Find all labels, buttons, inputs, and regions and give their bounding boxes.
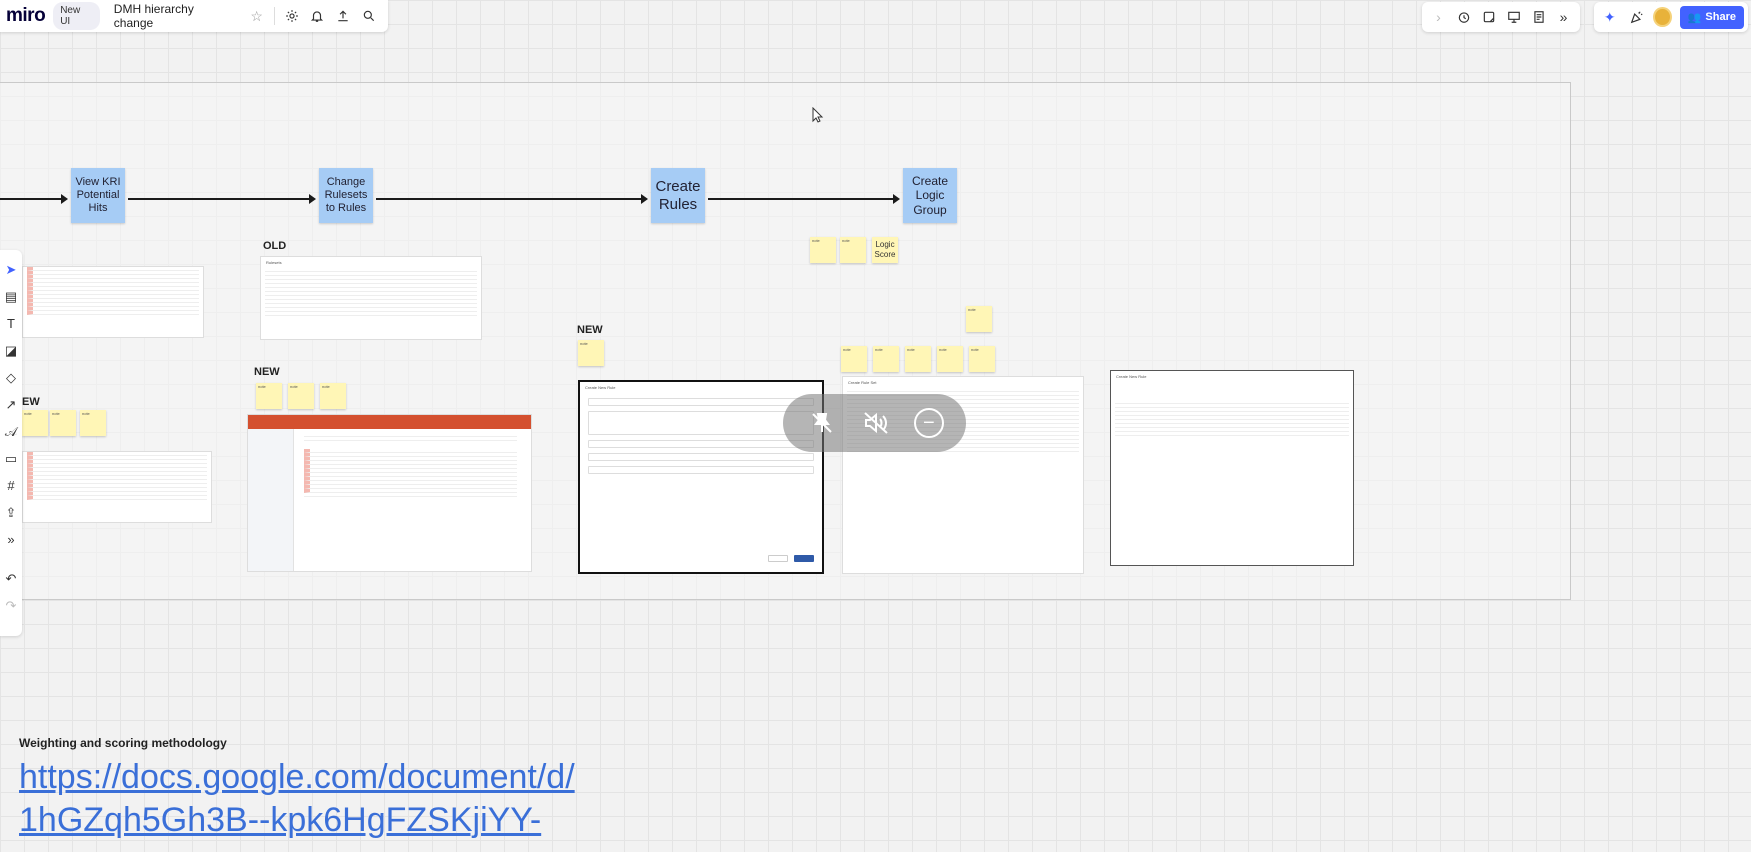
- gear-icon[interactable]: [279, 3, 305, 29]
- users-icon: 👥: [1687, 11, 1702, 24]
- new-ui-badge[interactable]: New UI: [53, 2, 100, 30]
- timer-icon[interactable]: [1451, 4, 1476, 30]
- flow-node-create-logic-group[interactable]: Create Logic Group: [903, 168, 957, 223]
- shapes-icon[interactable]: ◇: [6, 369, 16, 385]
- sticky-note[interactable]: note: [256, 383, 282, 409]
- presentation-icon[interactable]: [1501, 4, 1526, 30]
- sticky-note[interactable]: note: [810, 237, 836, 263]
- templates-icon[interactable]: ▤: [4, 288, 18, 304]
- label-new-cut: EW: [22, 396, 40, 408]
- sticky-note[interactable]: note: [937, 346, 963, 372]
- sticky-note[interactable]: note: [969, 346, 995, 372]
- media-controls-overlay[interactable]: −: [783, 394, 966, 452]
- google-doc-link[interactable]: https://docs.google.com/document/d/ 1hGZ…: [19, 756, 719, 841]
- flow-node-label: Create Rules: [655, 177, 701, 213]
- connector-icon[interactable]: ↗: [5, 396, 17, 412]
- flow-node-view-kri[interactable]: View KRI Potential Hits: [71, 168, 125, 223]
- flow-node-create-rules[interactable]: Create Rules: [651, 168, 705, 223]
- flow-arrow-2: [128, 194, 316, 204]
- screenshot-create-rule-modal[interactable]: Create New Rule: [578, 380, 824, 574]
- link-line-1: https://docs.google.com/document/d/: [19, 758, 575, 796]
- flow-arrow-3: [376, 194, 648, 204]
- screenshot-new-list[interactable]: [22, 451, 212, 523]
- upload-icon[interactable]: ⇪: [5, 504, 17, 520]
- flow-node-label: View KRI Potential Hits: [75, 175, 121, 215]
- flow-arrow-1: [0, 194, 68, 204]
- star-icon[interactable]: ☆: [250, 7, 263, 24]
- avatar[interactable]: [1653, 7, 1672, 27]
- sticky-note[interactable]: note: [320, 383, 346, 409]
- notes-icon[interactable]: [1526, 4, 1551, 30]
- sticky-logic-score[interactable]: Logic Score: [872, 237, 898, 263]
- sticky-note[interactable]: note: [905, 346, 931, 372]
- flow-node-label: Change Rulesets to Rules: [324, 175, 368, 215]
- screenshot-new-rules-scoring[interactable]: [247, 414, 532, 572]
- pin-off-icon[interactable]: [805, 406, 839, 440]
- party-icon[interactable]: [1626, 4, 1650, 30]
- pen-icon[interactable]: 𝒜: [4, 423, 18, 439]
- section-title: Weighting and scoring methodology: [19, 736, 227, 750]
- sticky-add-icon[interactable]: [1476, 4, 1501, 30]
- sticky-note[interactable]: note: [966, 306, 992, 332]
- sticky-note[interactable]: note: [50, 410, 76, 436]
- top-toolbar-right-share: ✦ 👥 Share: [1594, 2, 1748, 32]
- screenshot-create-new-rule[interactable]: Create New Rule: [1110, 370, 1354, 566]
- redo-icon[interactable]: ↷: [5, 597, 17, 613]
- mute-icon[interactable]: [859, 406, 893, 440]
- sticky-note[interactable]: note: [840, 237, 866, 263]
- sticky-note[interactable]: note: [841, 346, 867, 372]
- label-old: OLD: [263, 240, 287, 252]
- share-label: Share: [1705, 11, 1736, 23]
- sticky-note-icon[interactable]: ◪: [4, 342, 18, 358]
- left-toolbar: ➤ ▤ T ◪ ◇ ↗ 𝒜 ▭ # ⇪ » ↶ ↷: [0, 250, 22, 636]
- top-toolbar-right-tools: › »: [1422, 2, 1580, 32]
- divider: [273, 7, 275, 25]
- more-tools-icon[interactable]: »: [7, 532, 15, 547]
- search-icon[interactable]: [356, 3, 382, 29]
- flow-arrow-4: [708, 194, 900, 204]
- screenshot-old-list[interactable]: [22, 266, 204, 338]
- miro-logo[interactable]: miro: [6, 5, 46, 26]
- chevron-right-icon[interactable]: ›: [1436, 9, 1441, 25]
- bell-icon[interactable]: [304, 3, 330, 29]
- sticky-label: Logic Score: [874, 240, 896, 259]
- flow-node-change-rulesets[interactable]: Change Rulesets to Rules: [319, 168, 373, 223]
- reaction-icon[interactable]: ✦: [1603, 8, 1616, 25]
- text-icon[interactable]: T: [7, 316, 15, 331]
- upload-icon[interactable]: [330, 3, 356, 29]
- label-new: NEW: [577, 324, 603, 336]
- board-title[interactable]: DMH hierarchy change: [113, 2, 194, 30]
- flow-node-label: Create Logic Group: [911, 173, 949, 217]
- sticky-note[interactable]: note: [873, 346, 899, 372]
- frame-icon[interactable]: #: [7, 478, 15, 493]
- screenshot-old-rulesets[interactable]: Rulesets: [260, 256, 482, 340]
- mouse-cursor-icon: [812, 106, 824, 126]
- minus-circle-icon[interactable]: −: [913, 408, 944, 438]
- undo-icon[interactable]: ↶: [5, 570, 17, 586]
- link-line-2: 1hGZqh5Gh3B--kpk6HgFZSKjiYY-: [19, 800, 542, 839]
- sticky-note[interactable]: note: [288, 383, 314, 409]
- sticky-note[interactable]: note: [578, 340, 604, 366]
- label-new: NEW: [254, 366, 280, 378]
- comment-icon[interactable]: ▭: [4, 450, 18, 466]
- chevrons-down-icon[interactable]: »: [1559, 9, 1568, 25]
- share-button[interactable]: 👥 Share: [1679, 5, 1744, 29]
- top-toolbar-left: miro New UI DMH hierarchy change ☆: [0, 0, 388, 32]
- sticky-note[interactable]: note: [22, 410, 48, 436]
- select-cursor-icon[interactable]: ➤: [5, 261, 17, 277]
- sticky-note[interactable]: note: [80, 410, 106, 436]
